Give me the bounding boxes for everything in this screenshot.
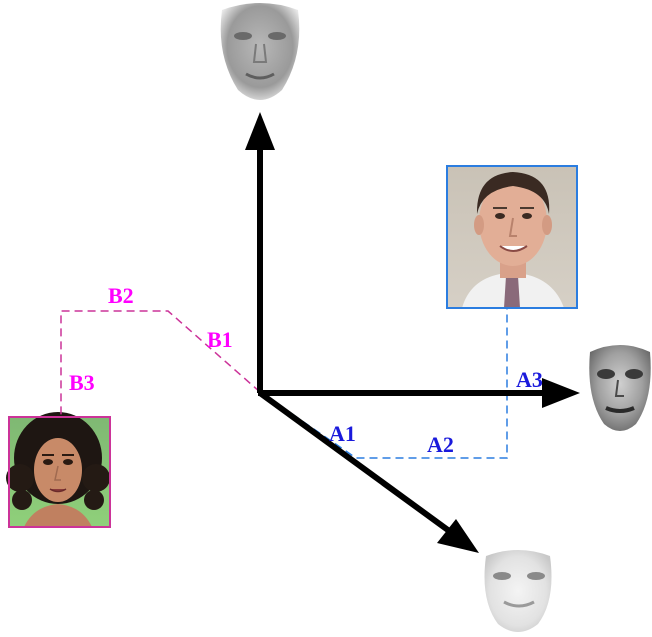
axis-vertical: [245, 112, 275, 393]
eigenface-top-image: [220, 3, 300, 100]
label-b2: B2: [108, 283, 134, 308]
projection-path-b: [60, 310, 261, 417]
projection-path-a: [259, 308, 508, 459]
face-photo-man: [446, 165, 578, 309]
axis-diagonal: [258, 390, 479, 553]
label-a3: A3: [516, 367, 543, 392]
eigenface-right-image: [589, 345, 651, 431]
label-b3: B3: [69, 370, 95, 395]
face-photo-woman: [6, 412, 111, 528]
axis-horizontal: [258, 378, 580, 408]
label-a1: A1: [329, 421, 356, 446]
label-a2: A2: [427, 432, 454, 457]
label-b1: B1: [207, 327, 233, 352]
eigenface-bottom-image: [484, 550, 552, 632]
